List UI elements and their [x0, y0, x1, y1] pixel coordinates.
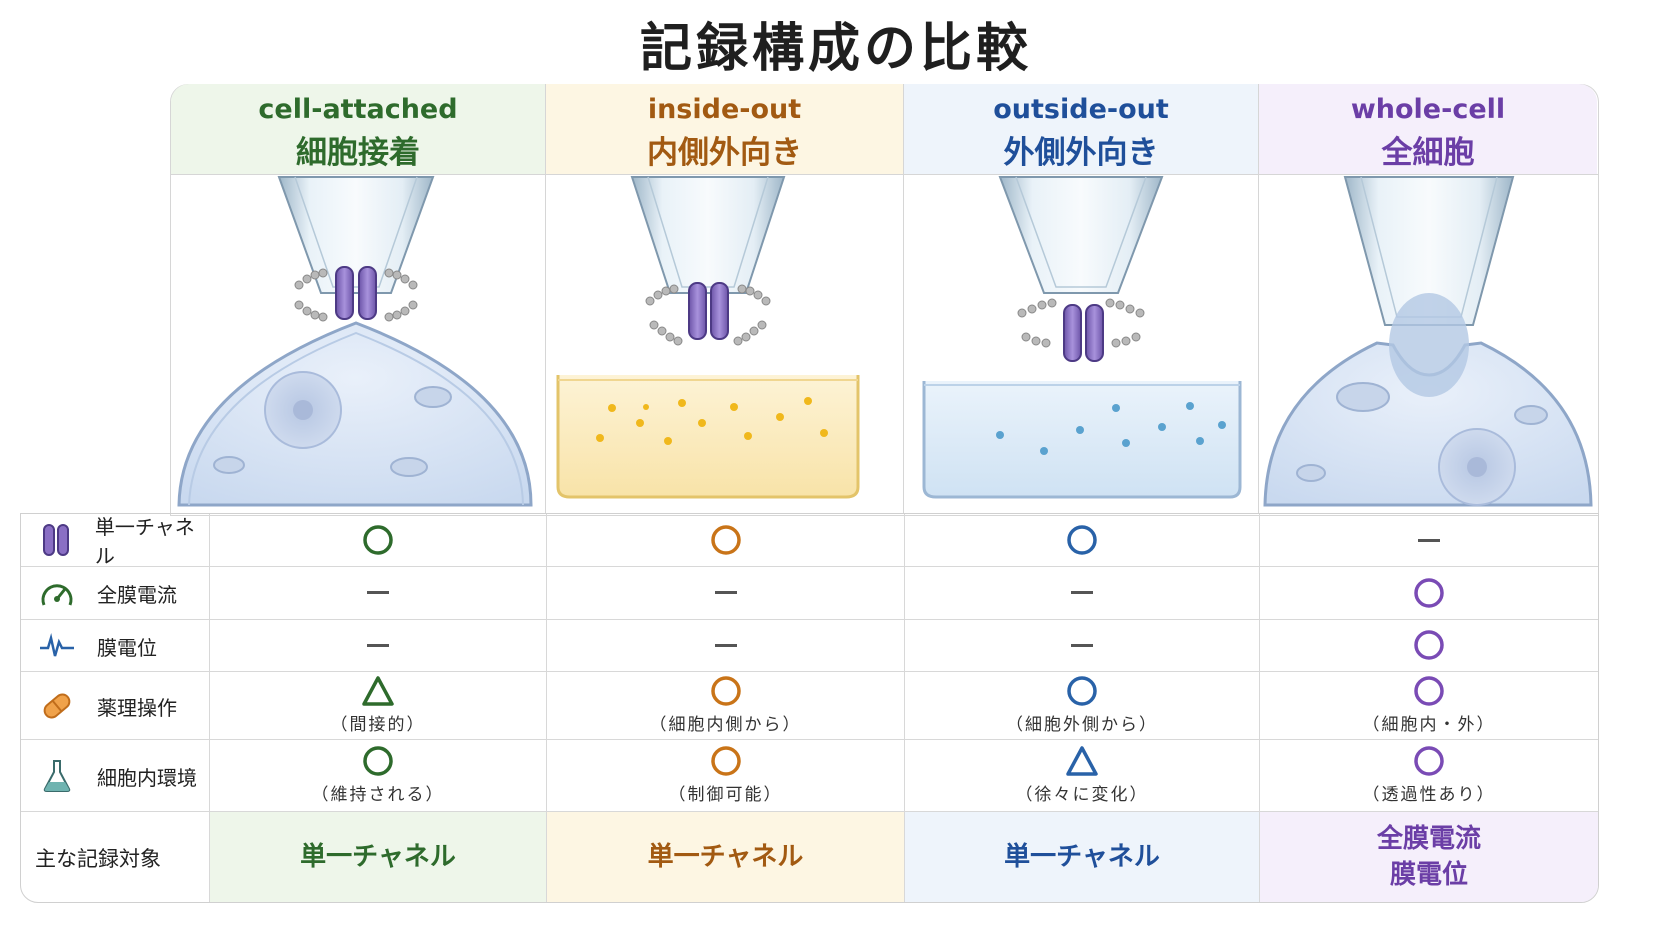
triangle-mark — [1066, 746, 1098, 776]
gauge-icon — [35, 576, 79, 612]
ion-channel-icon — [35, 522, 77, 558]
circle-mark — [1414, 577, 1444, 608]
cell-note: （制御可能） — [668, 785, 783, 805]
bottom-bg-1 — [547, 812, 904, 902]
table-cell: （制御可能） — [547, 739, 904, 811]
table-row-single-channel: 単一チャネル — [21, 514, 1598, 568]
table-cell: （細胞内側から） — [547, 671, 904, 739]
inside-out-illustration — [546, 175, 903, 513]
waveform-icon — [35, 628, 79, 664]
circle-mark — [363, 746, 393, 776]
column-jp-label: 全細胞 — [1381, 135, 1475, 171]
dash-mark — [1071, 591, 1093, 594]
main-target-cell: 全膜電流膜電位 — [1260, 811, 1598, 902]
circle-mark — [710, 676, 741, 706]
circle-mark — [1414, 630, 1444, 660]
table-cell — [547, 514, 904, 566]
row-label: 薬理操作 — [97, 695, 177, 720]
cell-note: （透過性あり） — [1362, 785, 1496, 805]
main-target-text: 単一チャネル — [300, 841, 456, 872]
table-cell — [547, 619, 904, 671]
row-label: 細胞内環境 — [97, 765, 197, 790]
table-cell — [210, 514, 546, 566]
row-label: 主な記録対象 — [35, 846, 161, 871]
comparison-table: 単一チャネル 全膜電流 膜電位 薬理操作 — [20, 513, 1599, 903]
whole-cell-illustration — [1259, 175, 1597, 513]
circle-mark — [1414, 676, 1444, 706]
main-target-cell: 単一チャネル — [210, 811, 546, 902]
column-header-cell-attached: cell-attached 細胞接着 — [171, 84, 545, 174]
cell-note: （細胞内側から） — [649, 715, 802, 735]
table-cell — [547, 566, 904, 619]
table-row-membrane-potential: 膜電位 — [21, 619, 1598, 672]
cell-note: （維持される） — [311, 785, 445, 805]
column-jp-label: 外側外向き — [1003, 135, 1159, 171]
table-cell — [1260, 566, 1598, 619]
table-cell: （細胞内・外） — [1260, 671, 1598, 739]
bottom-bg-2 — [905, 812, 1259, 902]
main-target-text: 単一チャネル — [1004, 841, 1160, 872]
row-label: 膜電位 — [97, 635, 157, 660]
flask-icon — [35, 758, 79, 794]
circle-mark — [363, 525, 393, 555]
table-row-whole-current: 全膜電流 — [21, 566, 1598, 620]
dash-mark — [1071, 643, 1093, 647]
column-en-label: outside-out — [993, 94, 1169, 125]
circle-mark — [1414, 746, 1444, 776]
table-cell — [905, 566, 1259, 619]
table-cell: （間接的） — [210, 671, 546, 739]
row-label: 単一チャネル — [94, 515, 195, 568]
pill-icon — [35, 688, 79, 724]
dash-mark — [367, 591, 389, 594]
table-cell — [905, 619, 1259, 671]
table-cell: （透過性あり） — [1260, 739, 1598, 811]
row-label: 全膜電流 — [97, 583, 177, 607]
column-en-label: cell-attached — [258, 94, 458, 125]
cell-note: （徐々に変化） — [1015, 785, 1149, 805]
dash-mark — [714, 643, 737, 647]
table-cell — [1260, 619, 1598, 671]
circle-mark — [1067, 525, 1097, 555]
cell-note: （間接的） — [330, 715, 426, 735]
triangle-mark — [362, 676, 394, 706]
circle-mark — [1067, 676, 1097, 706]
main-target-cell: 単一チャネル — [905, 811, 1259, 902]
table-row-main-target: 主な記録対象 — [21, 811, 1598, 902]
table-cell: （徐々に変化） — [905, 739, 1259, 811]
bottom-bg-0 — [210, 812, 546, 902]
main-target-text: 全膜電流 — [1376, 823, 1481, 854]
cell-note: （細胞外側から） — [1006, 715, 1158, 735]
bottom-bg-3 — [1260, 812, 1598, 902]
table-row-intracellular: 細胞内環境 — [21, 739, 1598, 812]
table-cell — [210, 566, 546, 619]
dash-mark — [1418, 538, 1440, 542]
column-en-label: whole-cell — [1350, 94, 1506, 125]
page-title: 記録構成の比較 — [639, 19, 1032, 79]
column-jp-label: 内側外向き — [647, 135, 802, 171]
main-target-cell: 単一チャネル — [547, 811, 904, 902]
table-cell — [1260, 514, 1598, 566]
dash-mark — [367, 643, 389, 647]
circle-mark — [710, 746, 741, 776]
column-header-outside-out: outside-out 外側外向き — [904, 84, 1258, 174]
cell-attached-illustration — [171, 175, 545, 513]
dash-mark — [714, 591, 737, 594]
outside-out-illustration — [904, 175, 1258, 513]
main-target-text: 膜電位 — [1389, 859, 1468, 890]
main-target-text: 単一チャネル — [647, 841, 804, 872]
column-header-inside-out: inside-out 内側外向き — [546, 84, 903, 174]
table-cell: （細胞外側から） — [905, 671, 1259, 739]
table-cell — [905, 514, 1259, 566]
table-cell: （維持される） — [210, 739, 546, 811]
circle-mark — [710, 525, 741, 555]
table-row-pharmacology: 薬理操作 — [21, 671, 1598, 740]
cell-note: （細胞内・外） — [1362, 715, 1496, 735]
column-header-whole-cell: whole-cell 全細胞 — [1259, 84, 1597, 174]
column-en-label: inside-out — [647, 94, 802, 125]
column-jp-label: 細胞接着 — [296, 135, 420, 171]
table-cell — [210, 619, 546, 671]
